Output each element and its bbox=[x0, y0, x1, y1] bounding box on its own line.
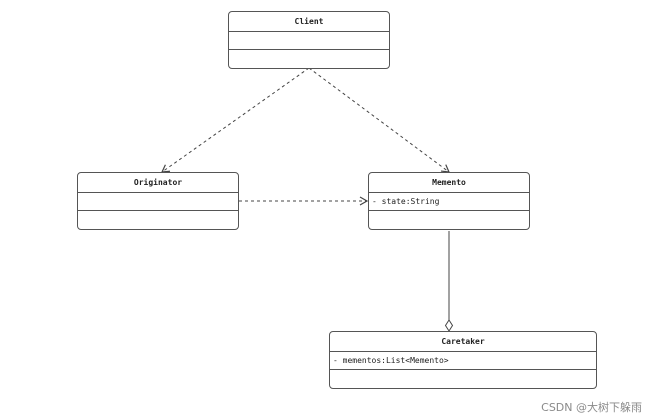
watermark: CSDN @大树下躲雨 bbox=[541, 401, 642, 414]
dependency-client-originator bbox=[161, 67, 310, 173]
class-name: Originator bbox=[78, 173, 238, 193]
class-operations bbox=[369, 211, 529, 227]
class-attributes bbox=[78, 193, 238, 211]
aggregation-diamond bbox=[444, 319, 454, 332]
dependency-client-memento bbox=[308, 67, 450, 173]
class-name: Memento bbox=[369, 173, 529, 193]
class-memento[interactable]: Memento - state:String bbox=[368, 172, 530, 230]
class-name: Caretaker bbox=[330, 332, 596, 352]
class-operations bbox=[330, 370, 596, 386]
class-attributes: - state:String bbox=[369, 193, 529, 211]
class-originator[interactable]: Originator bbox=[77, 172, 239, 230]
class-caretaker[interactable]: Caretaker - mementos:List<Memento> bbox=[329, 331, 597, 389]
class-attributes: - mementos:List<Memento> bbox=[330, 352, 596, 370]
class-operations bbox=[78, 211, 238, 227]
class-attributes bbox=[229, 32, 389, 50]
class-client[interactable]: Client bbox=[228, 11, 390, 69]
class-operations bbox=[229, 50, 389, 66]
class-name: Client bbox=[229, 12, 389, 32]
